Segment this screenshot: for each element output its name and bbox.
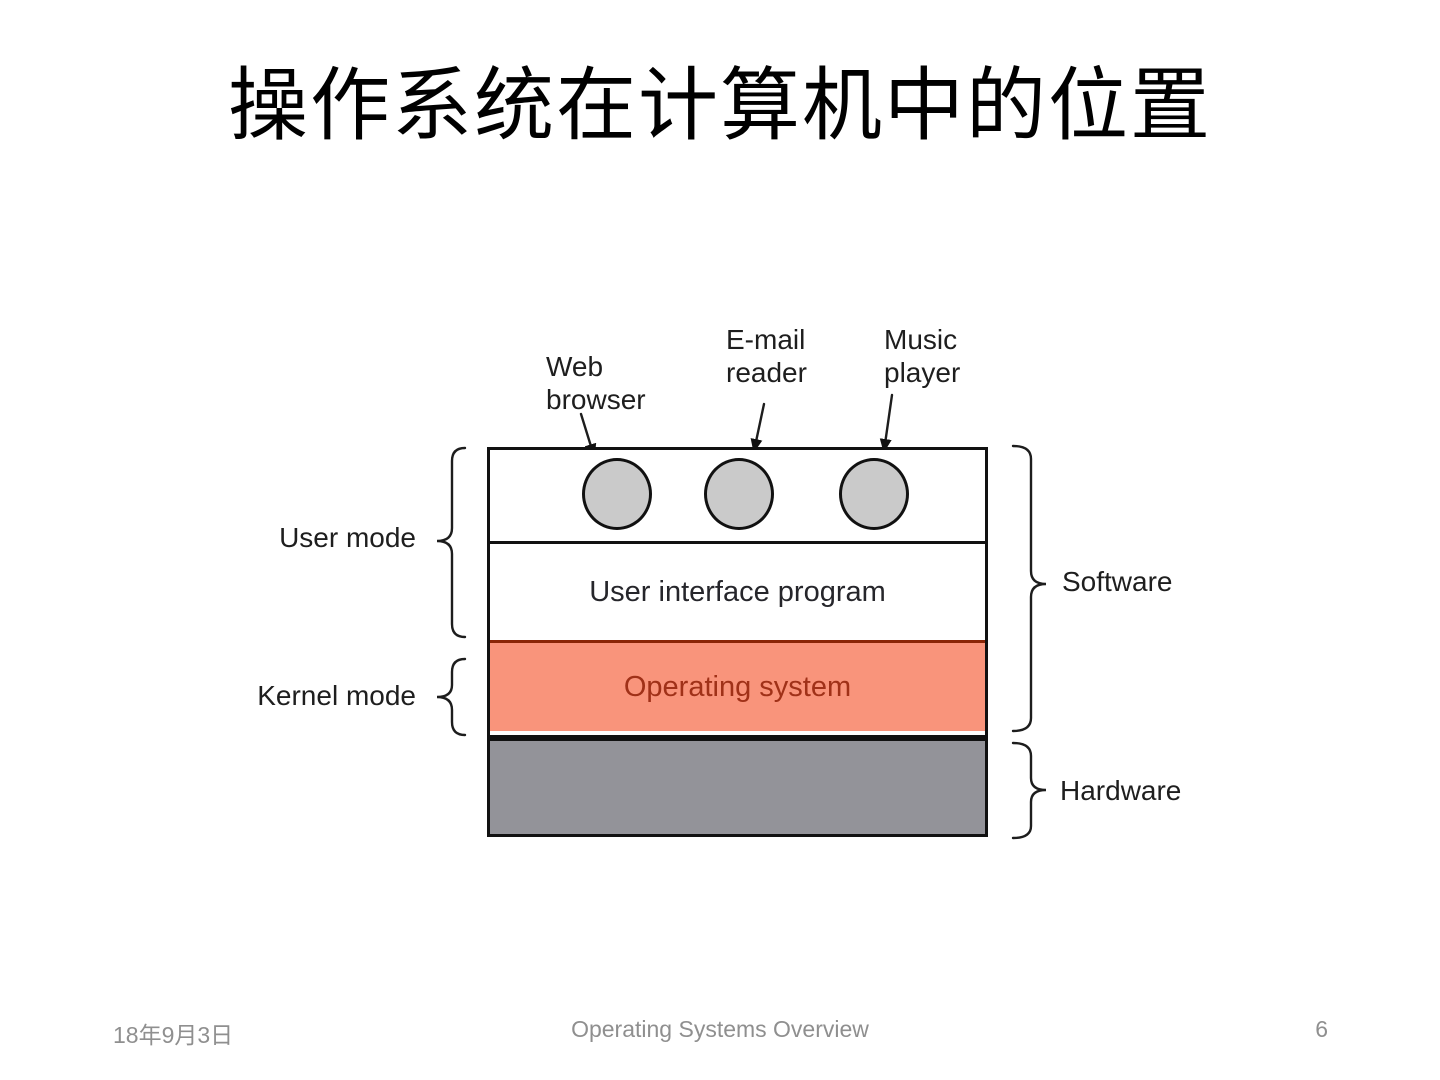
label-web-browser-line1: Web [546,351,604,382]
label-email-reader: E-mail reader [726,323,807,389]
footer-title: Operating Systems Overview [571,1016,869,1042]
arrow-music-player [879,393,894,453]
brace-hardware [1011,741,1047,840]
label-music-player-line2: player [884,357,961,388]
label-kernel-mode: Kernel mode [257,680,416,711]
slide-title: 操作系统在计算机中的位置 [228,61,1212,150]
footer-date: 18年9月3日 [113,1022,234,1048]
label-web-browser-line2: browser [546,384,646,415]
footer-page-number: 6 [1315,1016,1328,1042]
label-user-mode: User mode [279,522,416,553]
label-software: Software [1062,566,1173,597]
brace-software [1011,444,1047,733]
label-music-player: Music player [884,323,960,389]
label-email-reader-line1: E-mail [726,324,806,355]
software-box: User interface program Operating system [487,447,988,738]
label-hardware: Hardware [1060,775,1182,806]
label-web-browser: Web browser [546,350,646,416]
app-circle-email-reader [704,458,774,530]
brace-user-mode [436,446,467,639]
operating-system-layer: Operating system [490,640,985,731]
app-circle-music-player [839,458,909,530]
brace-kernel-mode [436,657,467,737]
arrow-email-reader [750,402,766,453]
applications-row [490,450,985,544]
app-circle-web-browser [582,458,652,530]
hardware-box [487,738,988,837]
label-music-player-line1: Music [884,324,958,355]
label-email-reader-line2: reader [726,357,807,388]
user-interface-program-layer: User interface program [589,575,886,608]
